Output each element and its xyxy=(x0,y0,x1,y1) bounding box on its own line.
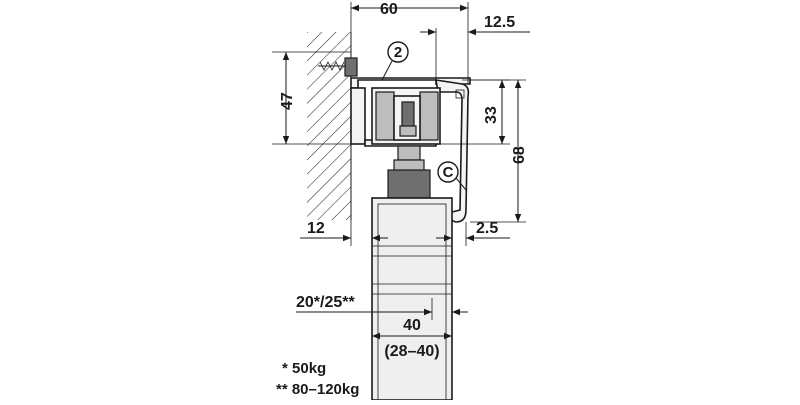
note-50kg: * 50kg xyxy=(282,360,326,377)
dim-40-label: 40 xyxy=(403,317,421,334)
dim-33-label: 33 xyxy=(483,106,500,124)
callout-part-2: 2 xyxy=(381,41,409,81)
dimension-door-thickness: 20*/25** xyxy=(296,294,468,320)
dim-12-5-label: 12.5 xyxy=(484,14,515,31)
dim-2-5-label: 2.5 xyxy=(476,220,498,237)
dim-28-40-label: (28–40) xyxy=(384,343,439,360)
door-panel xyxy=(371,197,453,401)
dimension-top-width: 60 xyxy=(350,1,469,84)
screw-icon xyxy=(318,57,358,77)
callout-2-label: 2 xyxy=(394,44,402,61)
dim-20-25-label: 20*/25** xyxy=(296,294,355,311)
dim-47-label: 47 xyxy=(279,92,296,110)
dim-60-label: 60 xyxy=(380,1,398,18)
note-80-120kg: ** 80–120kg xyxy=(276,381,359,398)
dimension-wall-offset: 12 xyxy=(300,200,388,246)
dimension-left-height: 47 xyxy=(272,51,351,145)
dimension-panel-width: 40 (28–40) xyxy=(371,317,453,360)
dim-68-label: 68 xyxy=(511,146,528,164)
weight-notes: * 50kg ** 80–120kg xyxy=(276,360,359,398)
dimension-top-right: 12.5 xyxy=(420,14,530,80)
callout-part-c: C xyxy=(437,161,467,191)
dimension-total-height: 68 xyxy=(470,79,528,223)
dimension-right-gap: 2.5 xyxy=(436,220,510,246)
callout-c-label: C xyxy=(443,164,454,181)
wall-section xyxy=(307,32,352,220)
dim-12-label: 12 xyxy=(307,220,325,237)
roller-carriage xyxy=(371,87,441,199)
